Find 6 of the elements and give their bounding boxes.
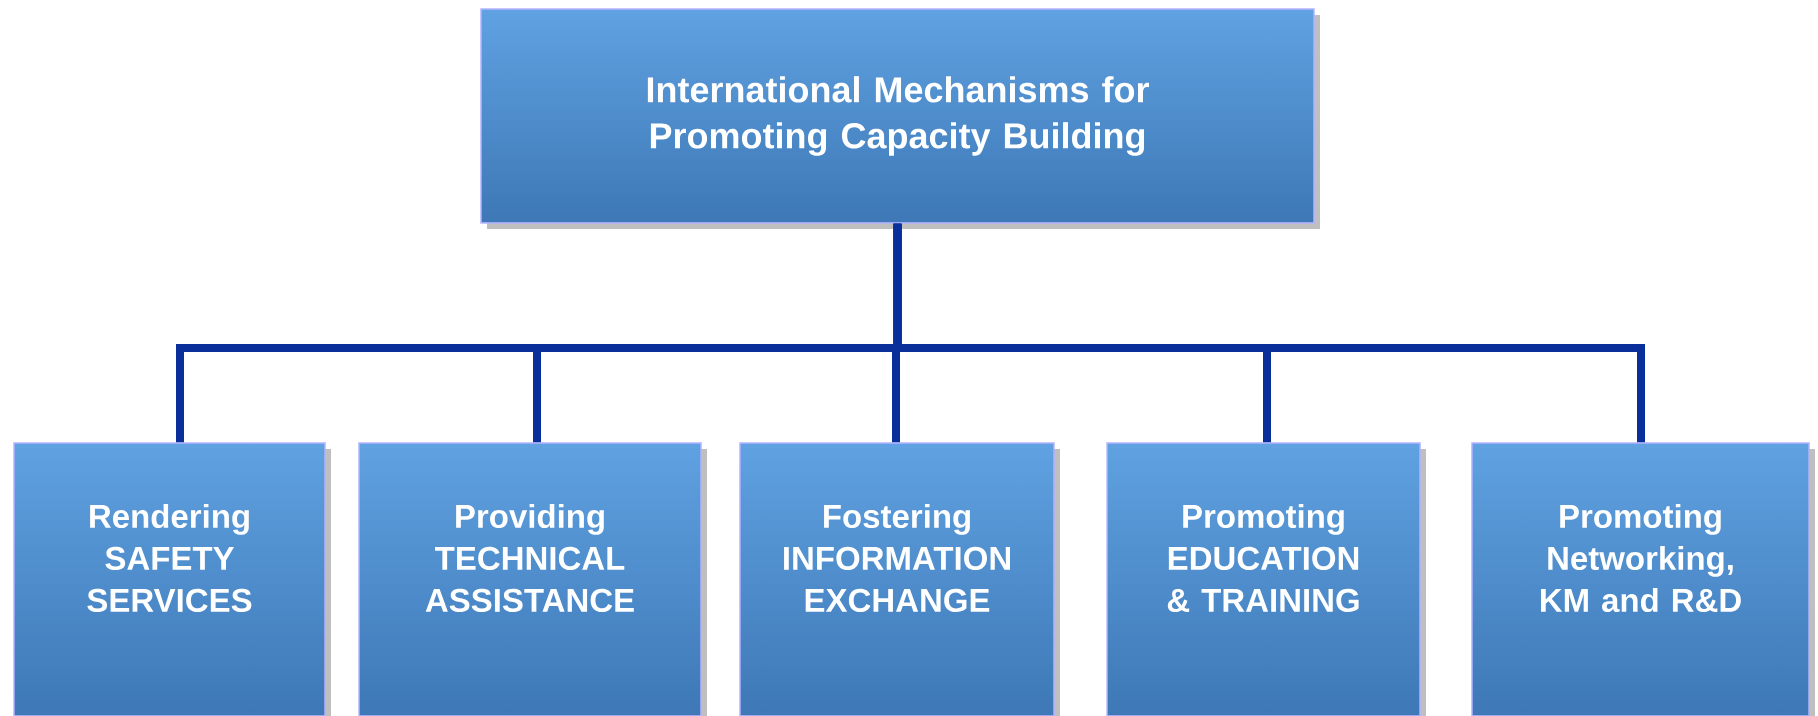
category-box: Providing TECHNICAL ASSISTANCE bbox=[358, 442, 707, 716]
category-box: Promoting EDUCATION & TRAINING bbox=[1106, 442, 1426, 716]
category-box: Fostering INFORMATION EXCHANGE bbox=[739, 442, 1060, 716]
category-box: Rendering SAFETY SERVICES bbox=[13, 442, 331, 716]
title-box: International Mechanisms for Promoting Capacity Building bbox=[480, 8, 1320, 229]
category-box: Promoting Networking, KM and R&D bbox=[1471, 442, 1815, 716]
